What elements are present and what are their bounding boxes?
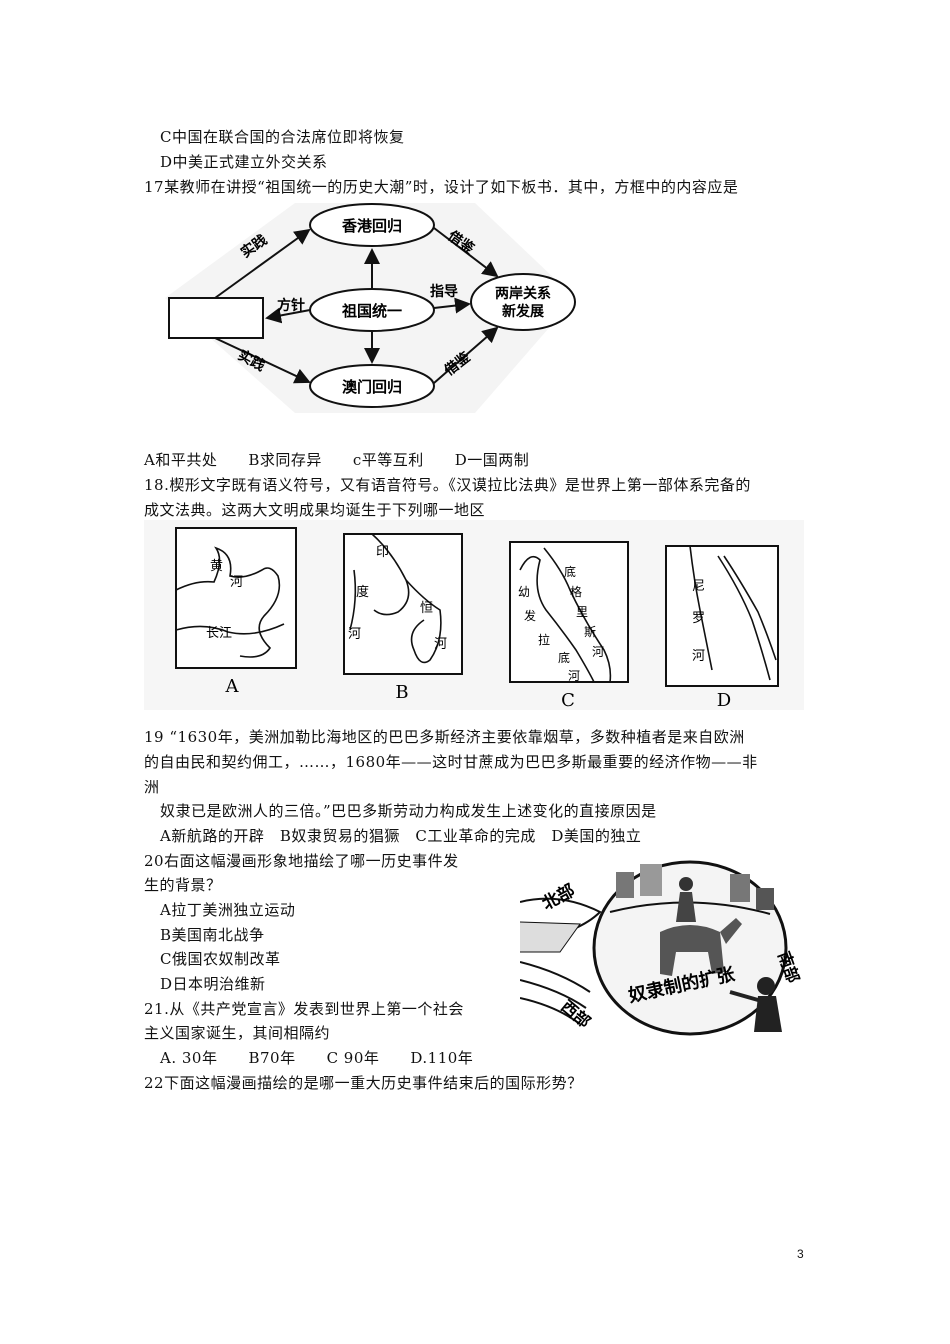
svg-text:河: 河 xyxy=(230,575,243,590)
svg-text:罗: 罗 xyxy=(692,611,705,626)
svg-text:尼: 尼 xyxy=(692,579,705,594)
q21-stem-line1: 21.从《共产党宣言》发表到世界上第一个社会 xyxy=(144,1000,464,1018)
label-unification: 祖国统一 xyxy=(341,302,402,320)
q17-stem: 17某教师在讲授“祖国统一的历史大潮”时，设计了如下板书．其中，方框中的内容应是 xyxy=(144,178,739,196)
q20-option-b: B美国南北战争 xyxy=(160,926,265,944)
svg-text:河: 河 xyxy=(592,645,604,659)
svg-text:发: 发 xyxy=(524,608,536,623)
svg-text:河: 河 xyxy=(348,627,361,642)
map-b-letter: B xyxy=(395,682,408,703)
q20-cartoon: 北部 南部 西部 奴隶制的扩张 xyxy=(520,852,802,1038)
q19-line2: 的自由民和契约佣工，……，1680年——这时甘蔗成为巴巴多斯最重要的经济作物——… xyxy=(144,753,758,771)
svg-text:度: 度 xyxy=(356,584,369,600)
svg-text:底: 底 xyxy=(564,564,576,579)
map-c-letter: C xyxy=(561,690,575,710)
q20-stem-line2: 生的背景？ xyxy=(144,876,222,894)
map-a-letter: A xyxy=(225,676,240,697)
node-macau xyxy=(309,364,435,408)
q16-option-c: C中国在联合国的合法席位即将恢复 xyxy=(160,128,405,146)
map-a: 黄 河 长江 A xyxy=(175,527,297,697)
label-hongkong: 香港回归 xyxy=(342,217,402,235)
q17-options: A和平共处 B求同存异 c平等互利 D一国两制 xyxy=(144,451,530,469)
label-policy: 方针 xyxy=(277,297,305,314)
map-b: 印 度 河 恒 河 B xyxy=(343,533,463,703)
svg-text:格: 格 xyxy=(570,584,582,599)
page-number: 3 xyxy=(797,1247,804,1261)
svg-text:河: 河 xyxy=(692,649,705,664)
map-d-letter: D xyxy=(717,690,731,710)
answer-box xyxy=(168,297,264,339)
label-guide: 指导 xyxy=(430,283,458,300)
q16-option-d: D中美正式建立外交关系 xyxy=(160,153,328,171)
svg-text:幼: 幼 xyxy=(518,585,530,599)
svg-text:印: 印 xyxy=(376,545,389,560)
svg-text:底: 底 xyxy=(558,650,570,665)
svg-text:拉: 拉 xyxy=(538,632,550,647)
q21-stem-line2: 主义国家诞生，其间相隔约 xyxy=(144,1024,331,1042)
svg-text:斯: 斯 xyxy=(584,625,596,639)
node-cross-strait xyxy=(470,273,576,331)
node-hongkong xyxy=(309,203,435,247)
q20-option-d: D日本明治维新 xyxy=(160,975,266,993)
q19-line4: 奴隶已是欧洲人的三倍。”巴巴多斯劳动力构成发生上述变化的直接原因是 xyxy=(160,802,657,820)
q20-option-c: C俄国农奴制改革 xyxy=(160,950,281,968)
svg-text:河: 河 xyxy=(434,637,447,652)
q19-line3: 洲 xyxy=(144,778,160,796)
map-c: 幼 发 拉 底 河 底 格 里 斯 河 C xyxy=(509,541,629,710)
q21-options: A. 30年 B70年 C 90年 D.110年 xyxy=(160,1049,474,1067)
svg-text:黄: 黄 xyxy=(210,559,223,574)
map-d: 尼 罗 河 D xyxy=(665,545,779,710)
svg-text:河: 河 xyxy=(568,669,580,683)
q18-stem-line2: 成文法典。这两大文明成果均诞生于下列哪一地区 xyxy=(144,501,486,519)
q20-stem-line1: 20右面这幅漫画形象地描绘了哪一历史事件发 xyxy=(144,852,459,870)
svg-text:里: 里 xyxy=(576,605,588,619)
q18-maps: 黄 河 长江 A 印 度 河 恒 河 B 幼 发 拉 底 河 底 格 里 斯 河… xyxy=(144,520,804,710)
svg-text:长江: 长江 xyxy=(206,626,232,641)
q18-stem-line1: 18.楔形文字既有语义符号，又有语音符号。《汉谟拉比法典》是世界上第一部体系完备… xyxy=(144,476,751,494)
label-cross-strait-1: 两岸关系 xyxy=(495,285,551,302)
q20-option-a: A拉丁美洲独立运动 xyxy=(160,901,296,919)
label-macau: 澳门回归 xyxy=(342,378,402,396)
q22-stem: 22下面这幅漫画描绘的是哪一重大历史事件结束后的国际形势？ xyxy=(144,1074,583,1092)
svg-text:恒: 恒 xyxy=(420,601,433,616)
q19-line1: 19 “1630年，美洲加勒比海地区的巴巴多斯经济主要依靠烟草，多数种植者是来自… xyxy=(144,728,745,746)
q19-options: A新航路的开辟 B奴隶贸易的猖獗 C工业革命的完成 D美国的独立 xyxy=(160,827,642,845)
label-cross-strait-2: 新发展 xyxy=(502,303,544,320)
q17-board-diagram: 香港回归 祖国统一 澳门回归 两岸关系 新发展 实践 实践 方针 指导 借鉴 借… xyxy=(165,203,576,413)
